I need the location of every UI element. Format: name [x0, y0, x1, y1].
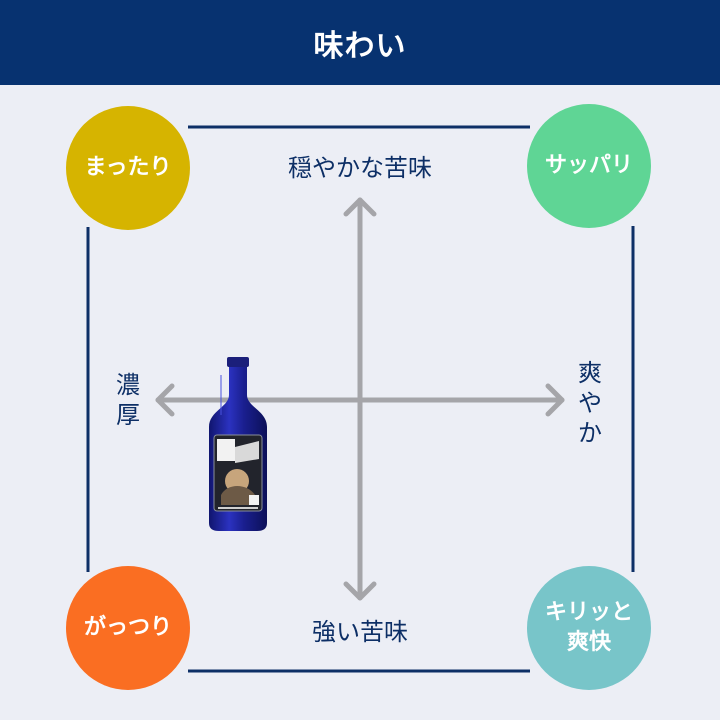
arrow-head-left — [155, 383, 175, 417]
corner-kiritto-soukai: キリッと 爽快 — [527, 566, 651, 690]
axis-label-bottom: 強い苦味 — [312, 618, 408, 646]
axis-label-top: 穏やかな苦味 — [288, 154, 432, 182]
arrow-head-right — [545, 383, 565, 417]
axis-label-right: 爽やか — [578, 359, 602, 447]
beer-bottle-icon — [205, 355, 271, 537]
corner-label-bottom-left: がっつり — [83, 615, 172, 640]
page-header: 味わい — [0, 0, 720, 85]
axis-label-left: 濃厚 — [116, 371, 140, 429]
corner-label-top-left: まったり — [84, 155, 172, 180]
arrow-head-up — [343, 197, 377, 217]
corner-label-top-right: サッパリ — [544, 153, 633, 178]
corner-mattari: まったり — [66, 106, 190, 230]
corner-label-bottom-right-line2: 爽快 — [566, 630, 611, 655]
corner-label-bottom-right-line1: キリッと — [544, 600, 633, 625]
page-title: 味わい — [313, 28, 407, 64]
arrow-head-down — [343, 581, 377, 601]
corner-sappari: サッパリ — [527, 104, 651, 228]
axis-arrows — [155, 197, 565, 601]
corner-gattsuri: がっつり — [66, 566, 190, 690]
